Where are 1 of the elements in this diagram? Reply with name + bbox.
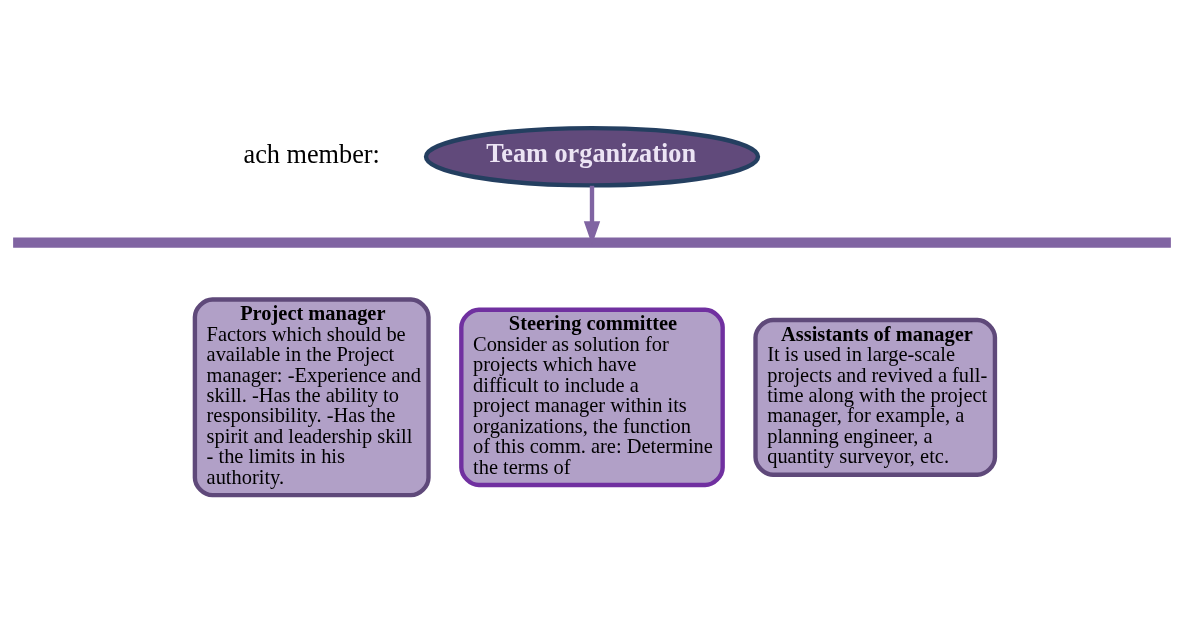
label: ach member: <box>243 139 380 169</box>
